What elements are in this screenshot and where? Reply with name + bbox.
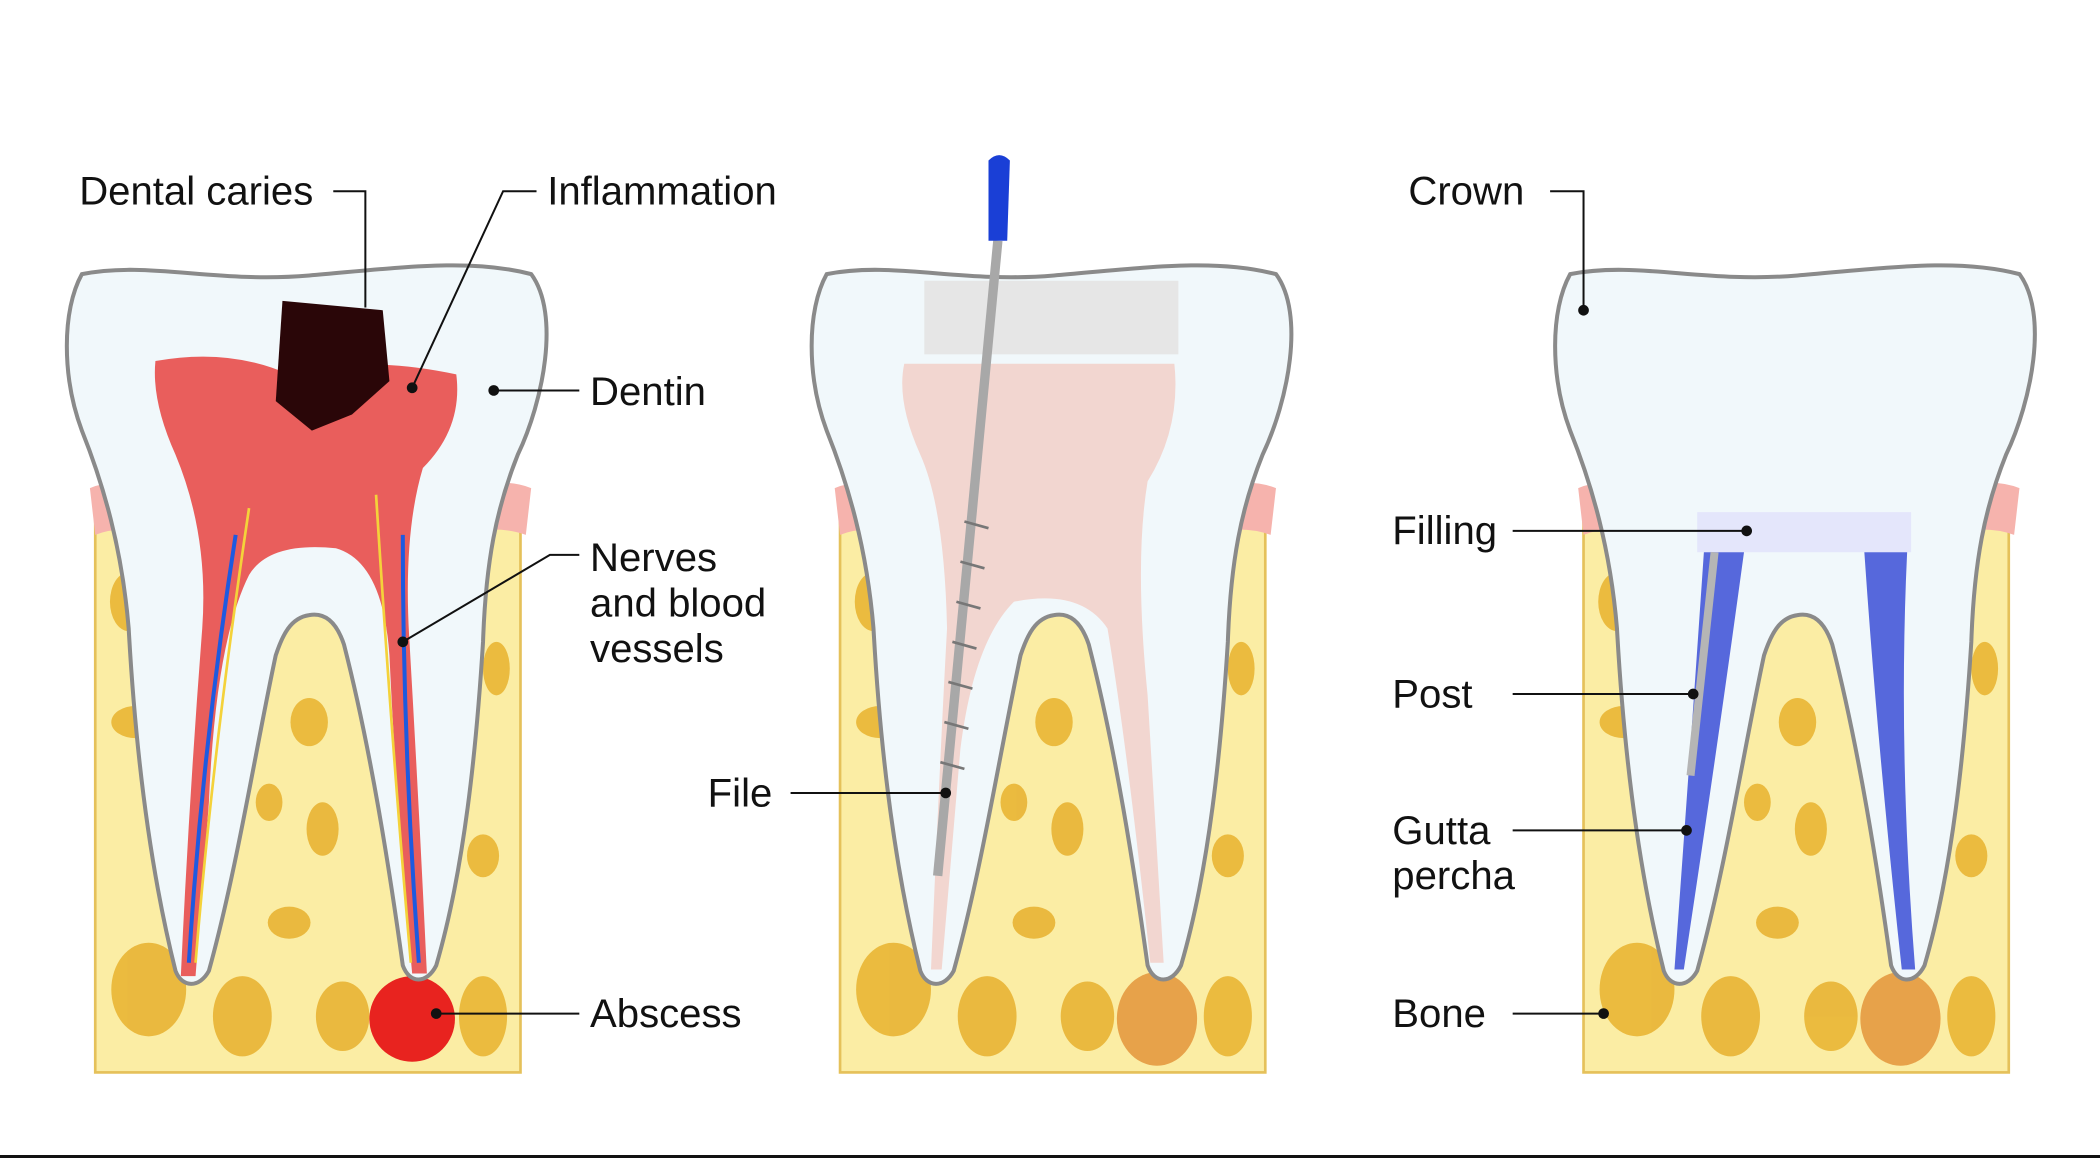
label-nerves-line3: vessels bbox=[590, 627, 724, 671]
restored-tooth bbox=[1555, 265, 2035, 1074]
label-inflammation: Inflammation bbox=[547, 170, 777, 214]
label-crown: Crown bbox=[1408, 170, 1524, 214]
label-bone: Bone bbox=[1392, 992, 1486, 1036]
label-file: File bbox=[708, 771, 773, 815]
label-nerves-line2: and blood bbox=[590, 581, 766, 625]
abscess-shape bbox=[369, 976, 455, 1062]
treatment-tooth bbox=[812, 265, 1292, 1074]
label-post: Post bbox=[1392, 672, 1472, 716]
gutta-percha-shape bbox=[1674, 552, 1916, 970]
caries-shape bbox=[275, 300, 390, 431]
file-instrument bbox=[933, 155, 1010, 877]
label-nerves-line1: Nerves bbox=[590, 536, 717, 580]
infected-tooth bbox=[67, 265, 547, 1074]
temporary-cap bbox=[924, 280, 1179, 355]
inflamed-pulp bbox=[154, 356, 458, 977]
post-shape bbox=[1686, 551, 1719, 776]
bottom-border bbox=[0, 1155, 2100, 1158]
label-abscess: Abscess bbox=[590, 992, 742, 1036]
label-gutta-line1: Gutta bbox=[1392, 809, 1491, 853]
leader-lines bbox=[333, 190, 1753, 1019]
label-gutta-line2: percha bbox=[1392, 854, 1515, 898]
label-filling: Filling bbox=[1392, 509, 1497, 553]
filling-shape bbox=[1697, 512, 1912, 553]
label-dental-caries: Dental caries bbox=[79, 170, 313, 214]
label-dentin: Dentin bbox=[590, 370, 706, 414]
